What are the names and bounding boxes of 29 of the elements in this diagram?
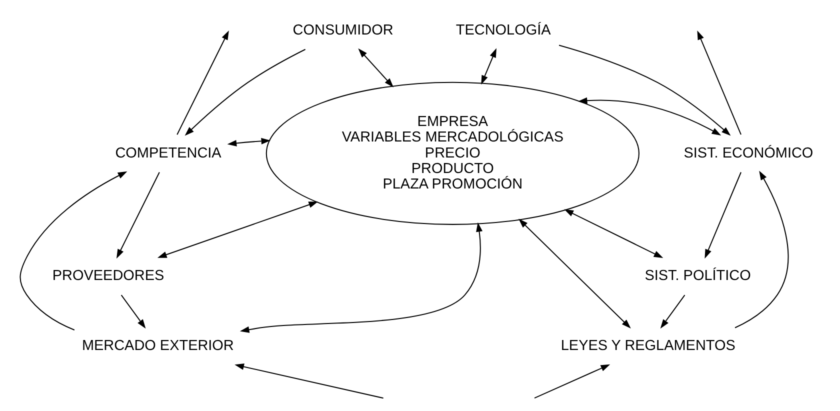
arrow <box>234 364 383 399</box>
arrow <box>577 97 721 136</box>
arrow <box>704 172 741 259</box>
node-text: SIST. ECONÓMICO <box>683 145 813 162</box>
arrow <box>558 44 730 136</box>
arrow <box>239 222 482 333</box>
arrow <box>120 294 146 329</box>
arrow <box>734 170 788 328</box>
arrow <box>156 202 318 258</box>
arrow <box>660 294 685 329</box>
node-text: TECNOLOGÍA <box>455 22 550 39</box>
node-text: LEYES Y REGLAMENTOS <box>560 338 735 354</box>
node-text: SIST. POLÍTICO <box>644 268 750 284</box>
arrow <box>176 30 228 135</box>
arrow <box>564 209 663 258</box>
arrow <box>358 48 394 88</box>
node-text: CONSUMIDOR <box>292 22 393 39</box>
arrow <box>19 171 127 330</box>
arrow <box>534 364 610 399</box>
arrow <box>184 48 306 136</box>
arrow <box>226 138 270 146</box>
arrow <box>696 30 741 135</box>
arrow <box>116 172 160 259</box>
node-text: MERCADO EXTERIOR <box>81 338 234 354</box>
arrow <box>518 218 630 328</box>
node-text: COMPETENCIA <box>114 145 221 162</box>
node-text: PROVEEDORES <box>52 268 164 284</box>
node-ellipse: EMPRESA VARIABLES MERCADOLÓGICAS PRECIO PRODUCTO PLAZA PROMOCIÓN <box>265 82 639 225</box>
arrow <box>480 48 496 85</box>
